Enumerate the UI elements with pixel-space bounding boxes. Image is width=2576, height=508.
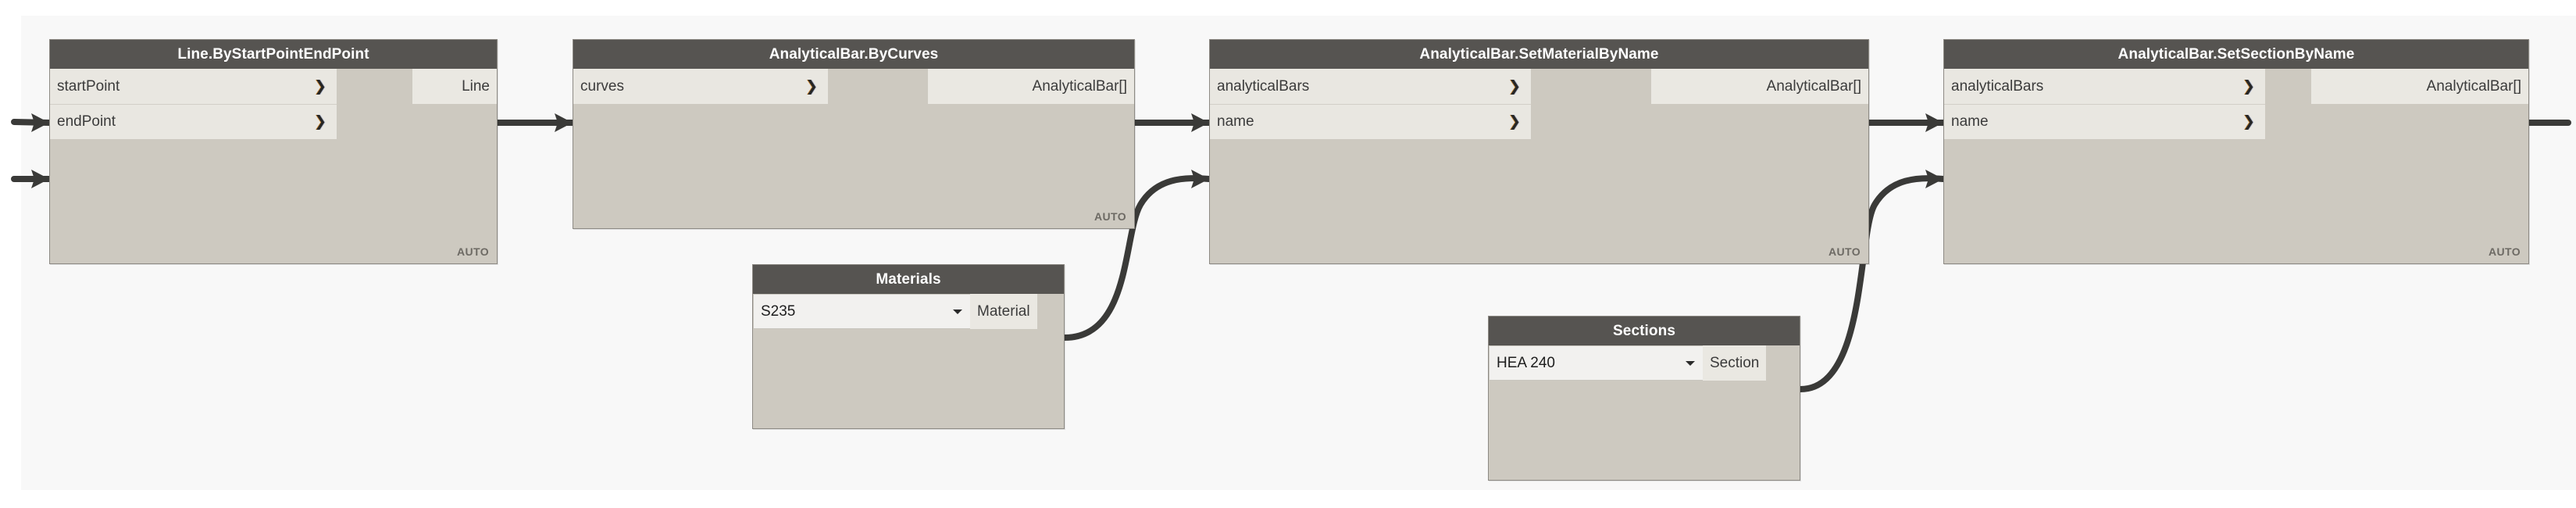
chevron-down-icon[interactable]	[953, 309, 962, 314]
node-title: Line.ByStartPointEndPoint	[50, 40, 497, 69]
output-port-line[interactable]: Line	[412, 69, 497, 104]
node-body: curves ❯ AnalyticalBar[] AUTO	[573, 69, 1134, 228]
node-body: S235 Material	[753, 294, 1064, 428]
chevron-right-icon[interactable]: ❯	[314, 78, 326, 95]
chevron-right-icon[interactable]: ❯	[1508, 78, 1521, 95]
input-port-label: name	[1217, 113, 1254, 130]
node-body: startPoint ❯ endPoint ❯ Line AUTO	[50, 69, 497, 263]
run-mode-badge: AUTO	[1828, 245, 1861, 258]
material-select[interactable]: S235	[753, 294, 970, 329]
chevron-right-icon[interactable]: ❯	[1508, 113, 1521, 131]
node-title: Materials	[753, 265, 1064, 294]
input-ports: analyticalBars ❯ name ❯	[1210, 69, 1531, 139]
section-selected-value: HEA 240	[1497, 354, 1555, 371]
output-port-section[interactable]: Section	[1703, 345, 1767, 381]
output-port-material[interactable]: Material	[970, 294, 1037, 329]
input-port-analyticalbars[interactable]: analyticalBars ❯	[1210, 69, 1531, 104]
chevron-down-icon[interactable]	[1686, 360, 1695, 366]
node-title: AnalyticalBar.SetMaterialByName	[1210, 40, 1868, 69]
chevron-right-icon[interactable]: ❯	[2242, 78, 2255, 95]
chevron-right-icon[interactable]: ❯	[314, 113, 326, 131]
run-mode-badge: AUTO	[1094, 210, 1126, 223]
node-materials[interactable]: Materials S235 Material	[752, 264, 1065, 429]
output-port-analyticalbar-array[interactable]: AnalyticalBar[]	[928, 69, 1134, 104]
dropdown-row: S235 Material	[753, 294, 1064, 329]
section-select[interactable]: HEA 240	[1489, 345, 1703, 381]
input-port-label: curves	[580, 77, 624, 95]
input-port-label: name	[1951, 113, 1989, 130]
output-port-analyticalbar-array[interactable]: AnalyticalBar[]	[1651, 69, 1868, 104]
input-port-analyticalbars[interactable]: analyticalBars ❯	[1944, 69, 2265, 104]
input-port-name[interactable]: name ❯	[1210, 104, 1531, 139]
node-title: AnalyticalBar.ByCurves	[573, 40, 1134, 69]
input-port-label: endPoint	[57, 113, 116, 130]
node-analytical-bar-set-material-by-name[interactable]: AnalyticalBar.SetMaterialByName analytic…	[1209, 39, 1869, 264]
node-analytical-bar-by-curves[interactable]: AnalyticalBar.ByCurves curves ❯ Analytic…	[573, 39, 1135, 229]
input-port-curves[interactable]: curves ❯	[573, 69, 828, 104]
output-port-analyticalbar-array[interactable]: AnalyticalBar[]	[2311, 69, 2528, 104]
node-title: Sections	[1489, 317, 1800, 345]
input-ports: analyticalBars ❯ name ❯	[1944, 69, 2265, 139]
input-port-endpoint[interactable]: endPoint ❯	[50, 104, 337, 139]
node-body: analyticalBars ❯ name ❯ AnalyticalBar[] …	[1944, 69, 2528, 263]
run-mode-badge: AUTO	[456, 245, 489, 258]
chevron-right-icon[interactable]: ❯	[2242, 113, 2255, 131]
node-line-by-start-point-end-point[interactable]: Line.ByStartPointEndPoint startPoint ❯ e…	[49, 39, 498, 264]
input-port-startpoint[interactable]: startPoint ❯	[50, 69, 337, 104]
input-port-label: startPoint	[57, 77, 120, 95]
chevron-right-icon[interactable]: ❯	[805, 78, 818, 95]
dropdown-row: HEA 240 Section	[1489, 345, 1800, 381]
node-analytical-bar-set-section-by-name[interactable]: AnalyticalBar.SetSectionByName analytica…	[1943, 39, 2529, 264]
input-ports: curves ❯	[573, 69, 828, 104]
material-selected-value: S235	[761, 302, 796, 320]
node-body: analyticalBars ❯ name ❯ AnalyticalBar[] …	[1210, 69, 1868, 263]
node-body: HEA 240 Section	[1489, 345, 1800, 480]
node-sections[interactable]: Sections HEA 240 Section	[1488, 316, 1800, 481]
input-port-name[interactable]: name ❯	[1944, 104, 2265, 139]
node-title: AnalyticalBar.SetSectionByName	[1944, 40, 2528, 69]
input-port-label: analyticalBars	[1217, 77, 1310, 95]
input-ports: startPoint ❯ endPoint ❯	[50, 69, 337, 139]
run-mode-badge: AUTO	[2488, 245, 2521, 258]
input-port-label: analyticalBars	[1951, 77, 2044, 95]
